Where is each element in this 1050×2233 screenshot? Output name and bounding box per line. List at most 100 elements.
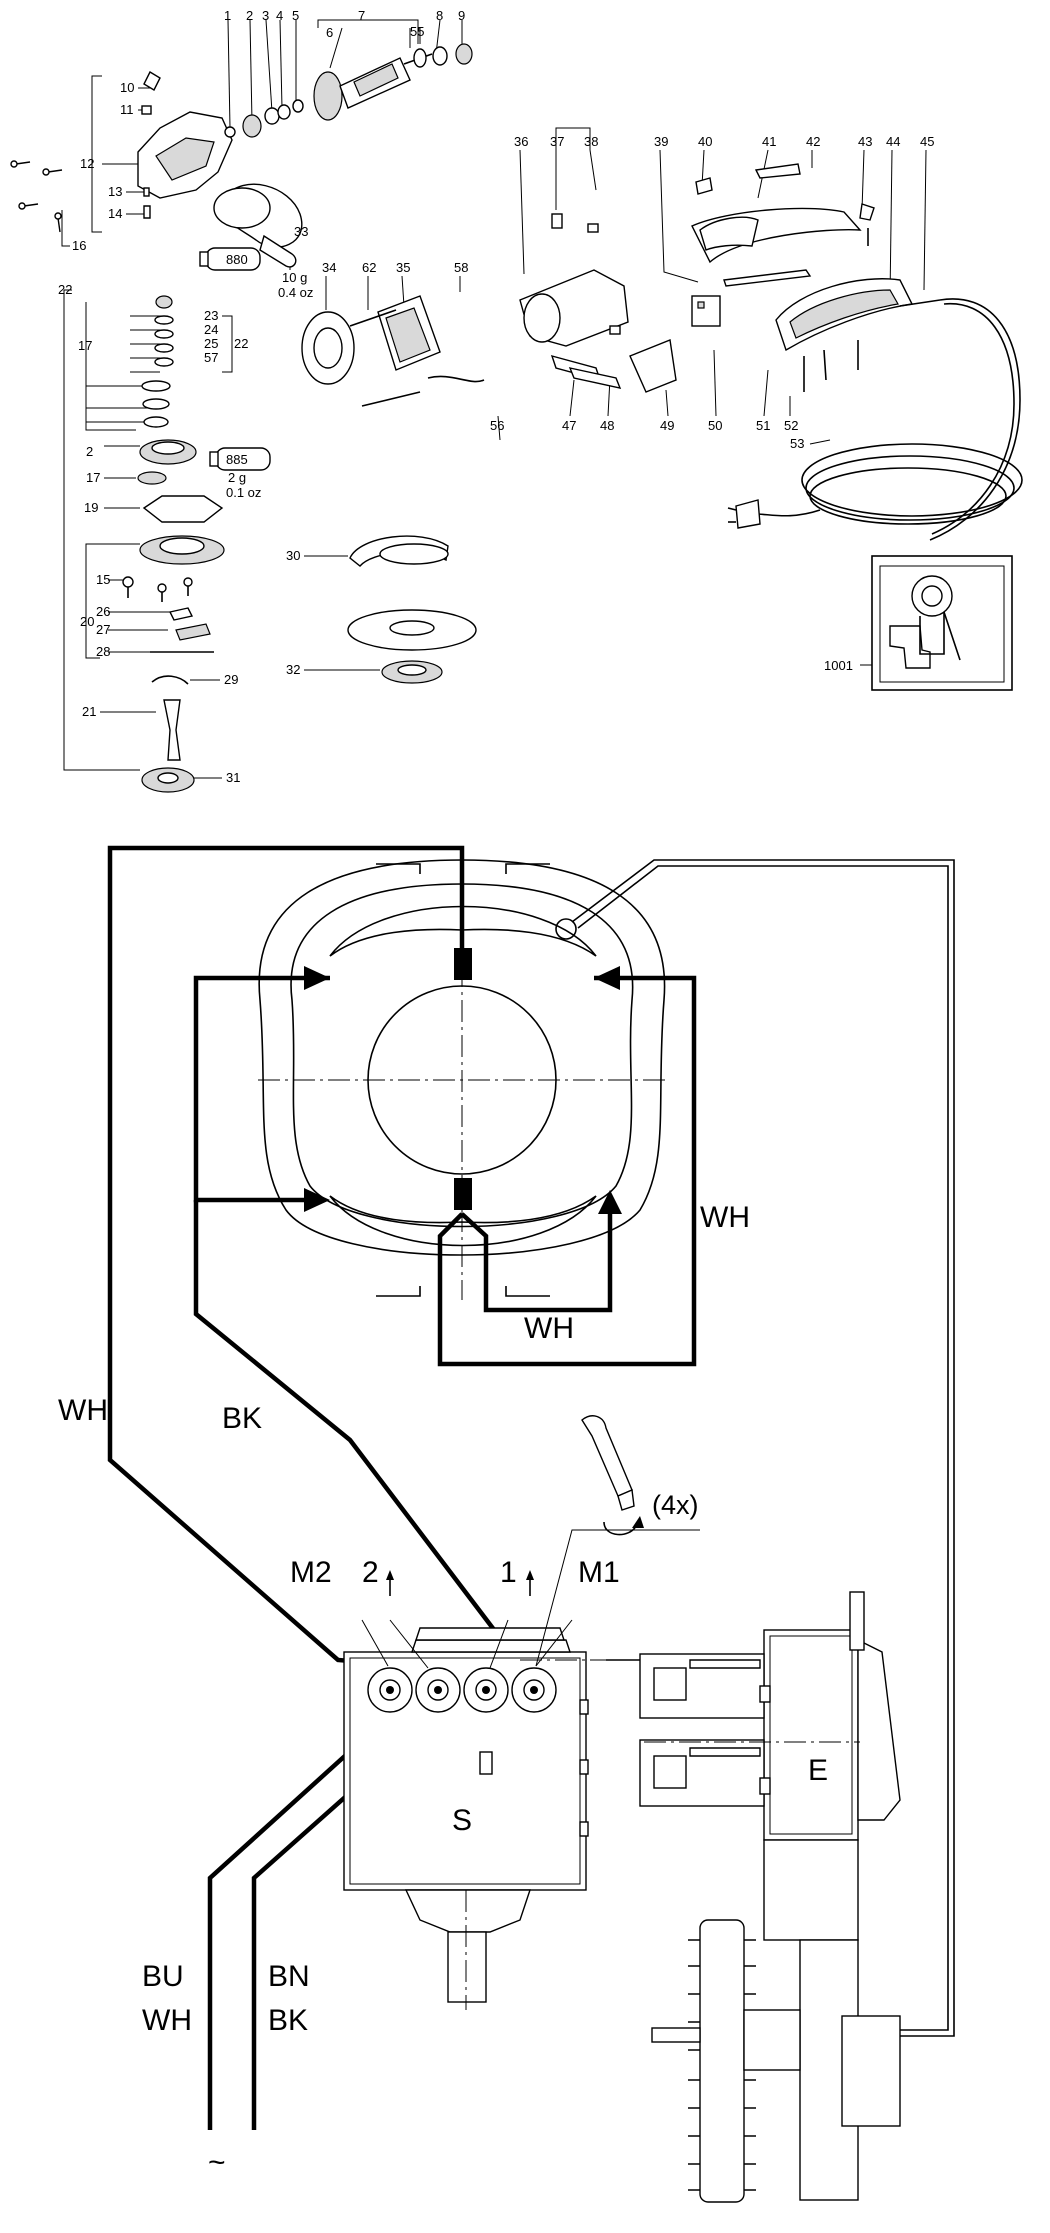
label-bn: BN	[268, 1960, 310, 1993]
ac-symbol: ~	[208, 2146, 226, 2179]
part-label: 5	[292, 8, 299, 23]
direction-arrows	[386, 1570, 534, 1596]
part-label: 10	[120, 80, 134, 95]
part-label: 49	[660, 418, 674, 433]
part-label: 6	[326, 25, 333, 40]
part-label: 56	[490, 418, 504, 433]
terminal-1-label: 1	[500, 1556, 517, 1589]
armature-assembly	[224, 43, 473, 138]
part-label: 28	[96, 644, 110, 659]
part-label: 3	[262, 8, 269, 23]
switch-label: S	[452, 1804, 472, 1837]
label-wh-left: WH	[58, 1394, 108, 1427]
part-label: 885	[226, 452, 248, 467]
part-label: 44	[886, 134, 900, 149]
part-label: 2	[86, 444, 93, 459]
part-label: 53	[790, 436, 804, 451]
part-label: 40	[698, 134, 712, 149]
part-label: 45	[920, 134, 934, 149]
electronics-label: E	[808, 1754, 828, 1787]
part-label: 26	[96, 604, 110, 619]
part-label: 7	[358, 8, 365, 23]
part-label: 22	[234, 336, 248, 351]
handle-51	[775, 278, 914, 392]
wheel-guard-30	[347, 535, 477, 684]
part-label: 36	[514, 134, 528, 149]
part-label: 39	[654, 134, 668, 149]
part-label: 27	[96, 622, 110, 637]
part-label: 52	[784, 418, 798, 433]
part-label: 34	[322, 260, 336, 275]
part-label: 11	[120, 102, 134, 117]
grease-tube-885	[209, 447, 271, 471]
electronics-e	[639, 1591, 901, 2203]
part-label: 8	[436, 8, 443, 23]
part-label: 35	[396, 260, 410, 275]
grease-amount-g: 2 g	[228, 470, 246, 485]
grease-amount-oz: 0.4 oz	[278, 285, 313, 300]
screwdriver-icon	[581, 1415, 644, 1536]
part-label: 19	[84, 500, 98, 515]
part-label: 32	[286, 662, 300, 677]
part-label: 1	[224, 8, 231, 23]
part-label: 12	[80, 156, 94, 171]
top-cover	[691, 163, 875, 287]
part-label: 37	[550, 134, 564, 149]
part-number-labels: 1 2 3 4 5 6 7 55 8 9 10 11 12 13 14 16 8…	[58, 8, 934, 785]
part-label: 25	[204, 336, 218, 351]
part-label: 42	[806, 134, 820, 149]
label-wh-bottom: WH	[524, 1312, 574, 1345]
motor-assembly	[301, 213, 629, 407]
label-bk-cord: BK	[268, 2004, 308, 2037]
terminal-m2-label: M2	[290, 1556, 332, 1589]
part-label: 21	[82, 704, 96, 719]
wiring-diagram: WH WH WH BK (4x) M2 2 1 M1 S E BU WH BN …	[58, 845, 955, 2203]
terminal-m1-label: M1	[578, 1556, 620, 1589]
part-label: 20	[80, 614, 94, 629]
part-label: 57	[204, 350, 218, 365]
part-label: 43	[858, 134, 872, 149]
part-label: 51	[756, 418, 770, 433]
part-label: 47	[562, 418, 576, 433]
grease-amount-oz: 0.1 oz	[226, 485, 261, 500]
label-bu: BU	[142, 1960, 184, 1993]
exploded-view: 1 2 3 4 5 6 7 55 8 9 10 11 12 13 14 16 8…	[10, 8, 1023, 793]
part-label: 4	[276, 8, 283, 23]
part-label: 58	[454, 260, 468, 275]
electronics-parts	[550, 295, 721, 393]
label-wh-right: WH	[700, 1201, 750, 1234]
part-label: 23	[204, 308, 218, 323]
part-label: 31	[226, 770, 240, 785]
part-label: 880	[226, 252, 248, 267]
part-label: 1001	[824, 658, 853, 673]
part-label: 14	[108, 206, 122, 221]
part-label: 9	[458, 8, 465, 23]
part-label: 48	[600, 418, 614, 433]
grease-amount-g: 10 g	[282, 270, 307, 285]
part-label: 13	[108, 184, 122, 199]
part-label: 50	[708, 418, 722, 433]
part-label: 2	[246, 8, 253, 23]
part-label: 33	[294, 224, 308, 239]
inset-detail-1001	[871, 555, 1013, 691]
part-label: 62	[362, 260, 376, 275]
part-label: 24	[204, 322, 218, 337]
spindle-parts-stack	[122, 295, 225, 793]
part-label: 30	[286, 548, 300, 563]
part-label: 16	[72, 238, 86, 253]
part-label: 41	[762, 134, 776, 149]
screws-16	[10, 160, 63, 233]
part-label: 38	[584, 134, 598, 149]
part-label: 29	[224, 672, 238, 687]
label-wh-cord: WH	[142, 2004, 192, 2037]
part-label: 17	[78, 338, 92, 353]
label-repeat-note: (4x)	[652, 1490, 699, 1520]
power-cord-45	[727, 298, 1023, 541]
grease-tube-880	[199, 247, 261, 271]
stator	[258, 859, 670, 1300]
switch-s	[343, 1627, 860, 2010]
part-label: 22	[58, 282, 72, 297]
part-label: 55	[410, 24, 424, 39]
part-label: 17	[86, 470, 100, 485]
